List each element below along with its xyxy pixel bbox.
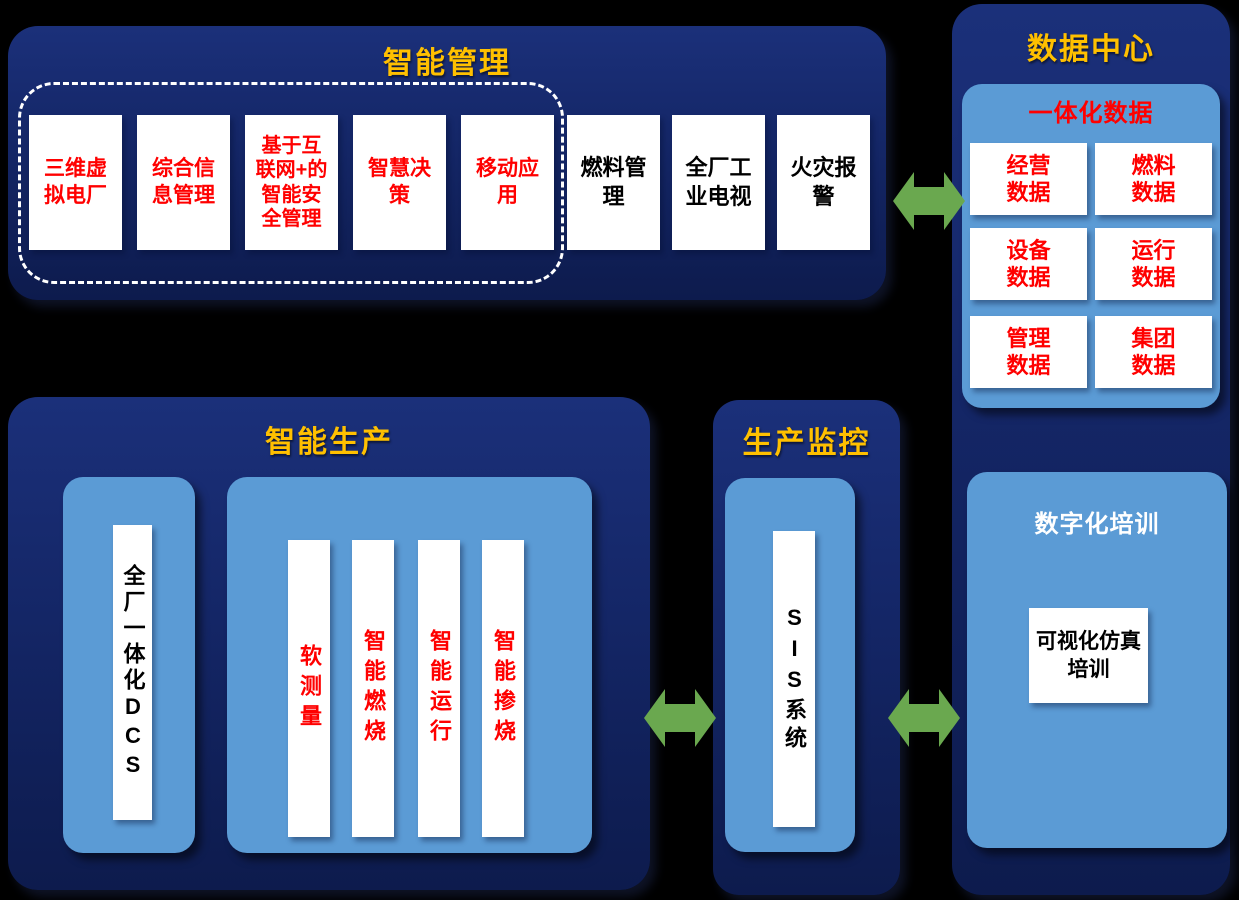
card-operation-data: 运行 数据 [1095, 228, 1212, 300]
card-equipment-data: 设备 数据 [970, 228, 1087, 300]
data-center-title: 数据中心 [1027, 33, 1155, 66]
smart-management-title: 智能管理 [383, 47, 511, 80]
bar-smart-combustion: 智能燃烧 [352, 540, 394, 837]
panel-digital-training: 数字化培训 可视化仿真 培训 [967, 472, 1227, 848]
sis-system-label: SIS系统 [782, 604, 807, 754]
card-mobile-app: 移动应 用 [461, 115, 554, 250]
panel-plant-dcs: 全厂一体化DCS [63, 477, 195, 853]
double-arrow-icon [893, 172, 965, 230]
digital-training-title: 数字化培训 [1034, 511, 1160, 538]
card-fuel-data: 燃料 数据 [1095, 143, 1212, 215]
card-business-data: 经营 数据 [970, 143, 1087, 215]
bar-sis-system: SIS系统 [773, 531, 815, 827]
bar-soft-measurement: 软测量 [288, 540, 330, 837]
section-smart-production: 智能生产 全厂一体化DCS 软测量 智能燃烧 智能运行 智能掺烧 [8, 397, 650, 890]
card-internet-smart-safety: 基于互 联网+的 智能安 全管理 [245, 115, 338, 250]
section-smart-management: 智能管理 三维虚 拟电厂 综合信 息管理 基于互 联网+的 智能安 全管理 智慧… [8, 26, 886, 300]
card-3d-virtual-plant: 三维虚 拟电厂 [29, 115, 122, 250]
internet-plus-dashed-group [18, 82, 564, 284]
section-data-center: 数据中心 一体化数据 经营 数据 燃料 数据 设备 数据 运行 数据 管理 数据… [952, 4, 1230, 895]
smart-blending-label: 智能掺烧 [491, 628, 516, 749]
production-monitoring-title: 生产监控 [742, 427, 871, 460]
card-visual-simulation-training: 可视化仿真 培训 [1029, 608, 1148, 703]
plant-dcs-label: 全厂一体化DCS [120, 564, 146, 781]
smart-production-title: 智能生产 [265, 426, 393, 459]
bar-smart-operation: 智能运行 [418, 540, 460, 837]
section-production-monitoring: 生产监控 SIS系统 [713, 400, 900, 895]
smart-operation-label: 智能运行 [427, 628, 452, 749]
double-arrow-icon [888, 689, 960, 747]
arrow-production-monitoring [644, 689, 716, 747]
integrated-data-title: 一体化数据 [1028, 100, 1154, 127]
soft-measurement-label: 软测量 [297, 643, 322, 734]
card-group-data: 集团 数据 [1095, 316, 1212, 388]
arrow-management-datacenter [893, 172, 965, 230]
card-plant-industrial-tv: 全厂工 业电视 [672, 115, 765, 250]
bar-smart-blending: 智能掺烧 [482, 540, 524, 837]
arrow-monitoring-datacenter [888, 689, 960, 747]
bar-plant-dcs: 全厂一体化DCS [113, 525, 152, 820]
panel-sis: SIS系统 [725, 478, 855, 852]
panel-smart-apps: 软测量 智能燃烧 智能运行 智能掺烧 [227, 477, 592, 853]
panel-integrated-data: 一体化数据 经营 数据 燃料 数据 设备 数据 运行 数据 管理 数据 集团 数… [962, 84, 1220, 408]
smart-combustion-label: 智能燃烧 [361, 628, 386, 749]
card-management-data: 管理 数据 [970, 316, 1087, 388]
double-arrow-icon [644, 689, 716, 747]
card-fire-alarm: 火灾报 警 [777, 115, 870, 250]
card-smart-decision: 智慧决 策 [353, 115, 446, 250]
card-integrated-info-mgmt: 综合信 息管理 [137, 115, 230, 250]
card-fuel-management: 燃料管 理 [567, 115, 660, 250]
